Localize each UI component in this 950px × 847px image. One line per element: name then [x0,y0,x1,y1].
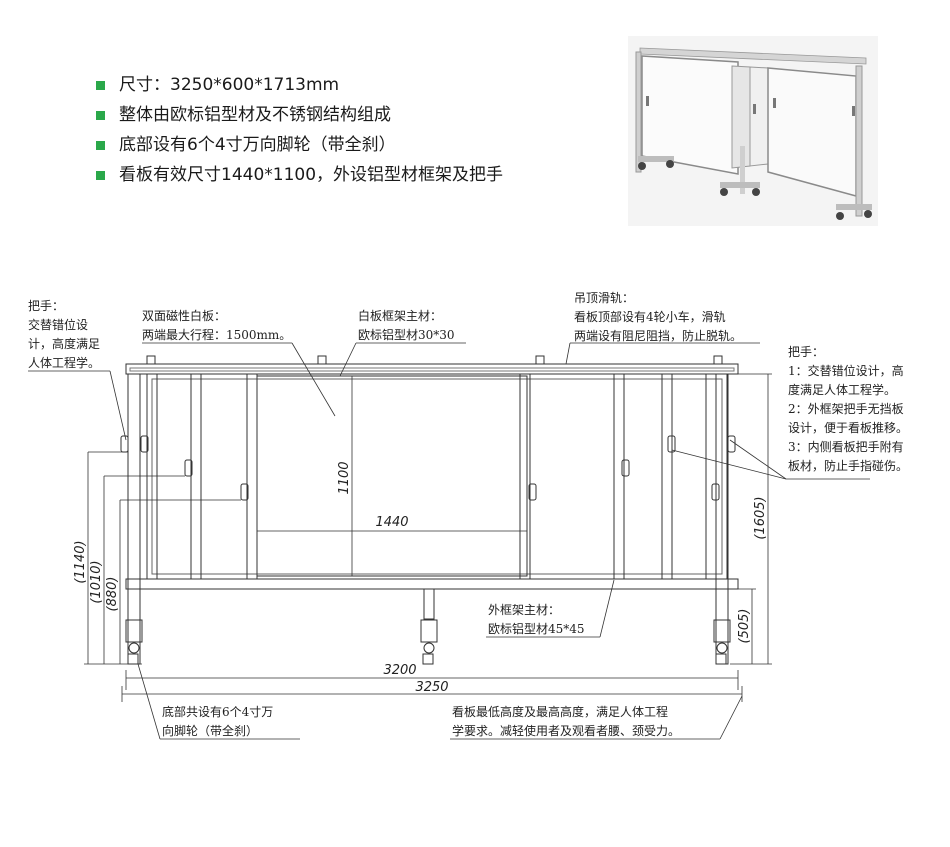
dim-880: (880) [105,577,120,612]
caster-icon [713,619,731,665]
dim-505: (505) [737,609,752,644]
dim-1605: (1605) [753,496,768,539]
note-height-range: 看板最低高度及最高高度，满足人体工程 学要求。减轻使用者及观看者腰、颈受力。 [452,704,680,738]
rail-mount [535,355,545,365]
board-frame [146,373,728,580]
spec-item: 看板有效尺寸1440*1100，外设铝型材框架及把手 [96,160,503,190]
note-line: 交替错位设 [28,317,88,332]
rail-mount [713,355,723,365]
note-line: 计，高度满足 [28,336,100,351]
dim-1140: (1140) [73,540,88,583]
rail-mount [146,355,156,365]
note-line: 度满足人体工程学。 [788,382,896,397]
spec-item: 尺寸：3250*600*1713mm [96,70,503,100]
note-board: 双面磁性白板： 两端最大行程：1500mm。 [142,308,291,342]
top-rail [125,363,739,375]
bullet-icon [96,170,105,180]
note-line: 看板最低高度及最高高度，满足人体工程 [452,704,668,719]
product-render-icon [628,36,878,226]
note-line: 两端最大行程：1500mm。 [142,327,291,342]
note-line: 设计，便于看板推移。 [788,421,908,435]
note-line: 把手： [788,345,824,359]
bottom-beam [125,578,739,590]
handle-icon [621,459,630,477]
spec-item: 整体由欧标铝型材及不锈钢结构组成 [96,100,503,130]
note-line: 看板顶部设有4轮小车，滑轨 [574,309,726,324]
handle-icon [528,483,537,501]
note-line: 欧标铝型材30*30 [358,327,455,342]
spec-text: 看板有效尺寸1440*1100，外设铝型材框架及把手 [119,165,504,185]
note-line: 白板框架主材： [358,308,442,323]
bullet-icon [96,80,105,90]
note-line: 双面磁性白板： [142,308,226,323]
note-handle-left: 把手： 交替错位设 计，高度满足 人体工程学。 [28,299,100,370]
whiteboard [256,375,528,577]
bullet-icon [96,140,105,150]
handle-icon [727,435,736,453]
note-line: 把手： [28,299,64,313]
note-line: 两端设有阻尼阻挡，防止脱轨。 [574,328,742,343]
note-line: 欧标铝型材45*45 [488,621,585,636]
spec-item: 底部设有6个4寸万向脚轮（带全刹） [96,130,503,160]
note-line: 向脚轮（带全刹） [162,723,258,738]
note-outer-frame: 外框架主材： 欧标铝型材45*45 [488,603,585,636]
caster-icon [420,619,438,665]
spec-text: 整体由欧标铝型材及不锈钢结构组成 [119,105,391,125]
note-line: 外框架主材： [488,603,560,617]
handle-icon [140,435,149,453]
handle-icon [184,459,193,477]
note-line: 底部共设有6个4寸万 [162,704,273,719]
dim-board-height: 1100 [337,461,352,494]
dim-inner-width: 3200 [383,663,416,678]
note-line: 2：外框架把手无挡板 [788,402,904,416]
dim-board-width: 1440 [375,515,408,530]
spec-text: 底部设有6个4寸万向脚轮（带全刹） [119,135,396,155]
dim-total-width: 3250 [415,680,448,695]
note-line: 1：交替错位设计，高 [788,363,904,378]
note-line: 人体工程学。 [28,355,100,370]
handle-icon [667,435,676,453]
handle-icon [711,483,720,501]
bullet-icon [96,110,105,120]
note-line: 吊顶滑轨： [574,291,634,305]
center-post [423,588,435,620]
handle-icon [120,435,129,453]
handle-icon [240,483,249,501]
note-line: 板材，防止手指碰伤。 [788,458,908,473]
note-frame-main: 白板框架主材： 欧标铝型材30*30 [358,308,455,342]
product-photo [628,36,878,226]
note-rail: 吊顶滑轨： 看板顶部设有4轮小车，滑轨 两端设有阻尼阻挡，防止脱轨。 [574,291,742,343]
note-casters: 底部共设有6个4寸万 向脚轮（带全刹） [162,704,273,738]
spec-list: 尺寸：3250*600*1713mm 整体由欧标铝型材及不锈钢结构组成 底部设有… [96,70,503,190]
spec-text: 尺寸：3250*600*1713mm [119,75,340,95]
dim-1010: (1010) [89,560,104,603]
note-handle-right: 把手： 1：交替错位设计，高 度满足人体工程学。 2：外框架把手无挡板 设计，便… [788,345,908,473]
note-line: 学要求。减轻使用者及观看者腰、颈受力。 [452,723,680,738]
note-line: 3：内侧看板把手附有 [788,440,904,454]
rail-mount [317,355,327,365]
